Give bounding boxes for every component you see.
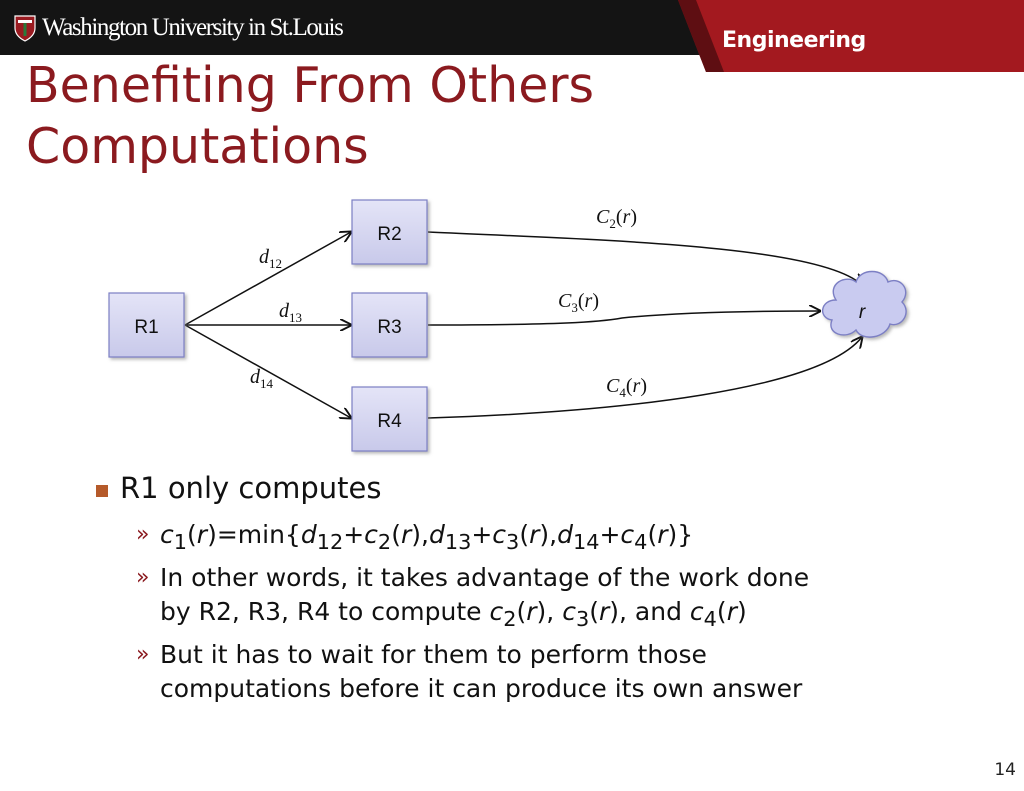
- sub-bullet-formula: » c1(r)=min{d12+c2(r),d13+c3(r),d14+c4(r…: [96, 518, 996, 559]
- sub-bullet-marker-icon: »: [136, 522, 150, 547]
- slide-title: Benefiting From Others Computations: [26, 55, 594, 177]
- edge-r3-dest: [427, 311, 820, 326]
- edge-r1-r2: [184, 232, 351, 326]
- node-r3: R3: [351, 292, 428, 358]
- edge-r4-dest: [427, 337, 862, 419]
- sub-bullet-wait: » But it has to wait for them to perform…: [96, 638, 996, 706]
- wait-line-2: computations before it can produce its o…: [160, 674, 803, 703]
- sub-bullet-marker-icon: »: [136, 642, 150, 667]
- node-r4-label: R4: [377, 411, 402, 432]
- crest-icon: [14, 15, 36, 42]
- page-number: 14: [994, 760, 1016, 780]
- university-name: Washington University in St.Louis: [42, 14, 344, 41]
- edge-label-c3: C3(r): [558, 290, 599, 315]
- engineering-tab: [678, 0, 1024, 72]
- engineering-label: Engineering: [722, 28, 866, 53]
- edge-label-c4: C4(r): [606, 375, 647, 400]
- node-r3-label: R3: [377, 317, 401, 338]
- edge-label-d14: d14: [250, 366, 274, 391]
- bullet-main: R1 only computes: [96, 470, 996, 506]
- node-r1-label: R1: [134, 317, 158, 338]
- node-r2: R2: [351, 199, 428, 265]
- edge-r2-dest: [427, 231, 862, 285]
- formula-text: c1(r)=min{d12+c2(r),d13+c3(r),d14+c4(r)}: [160, 520, 694, 554]
- other-words-line-1: In other words, it takes advantage of th…: [160, 563, 810, 592]
- sub-bullet-other-words: » In other words, it takes advantage of …: [96, 561, 996, 636]
- edge-r1-r4: [184, 324, 351, 418]
- destination-label: r: [859, 302, 866, 323]
- bullet-list: R1 only computes » c1(r)=min{d12+c2(r),d…: [96, 470, 996, 706]
- node-r4: R4: [351, 386, 428, 452]
- title-line-1: Benefiting From Others: [26, 57, 595, 114]
- bullet-square-icon: [96, 485, 108, 497]
- edge-label-d13: d13: [279, 300, 302, 325]
- title-line-2: Computations: [26, 118, 369, 175]
- edge-label-d12: d12: [259, 246, 282, 271]
- sub-bullet-marker-icon: »: [136, 565, 150, 590]
- other-words-line-2: by R2, R3, R4 to compute c2(r), c3(r), a…: [160, 597, 747, 631]
- bullet-main-text: R1 only computes: [120, 471, 382, 505]
- university-logo: Washington University in St.Louis: [14, 12, 344, 44]
- destination-cloud: r: [822, 270, 907, 338]
- wait-line-1: But it has to wait for them to perform t…: [160, 640, 707, 669]
- node-r1: R1: [108, 292, 185, 358]
- edge-label-c2: C2(r): [596, 206, 637, 231]
- node-r2-label: R2: [377, 224, 401, 245]
